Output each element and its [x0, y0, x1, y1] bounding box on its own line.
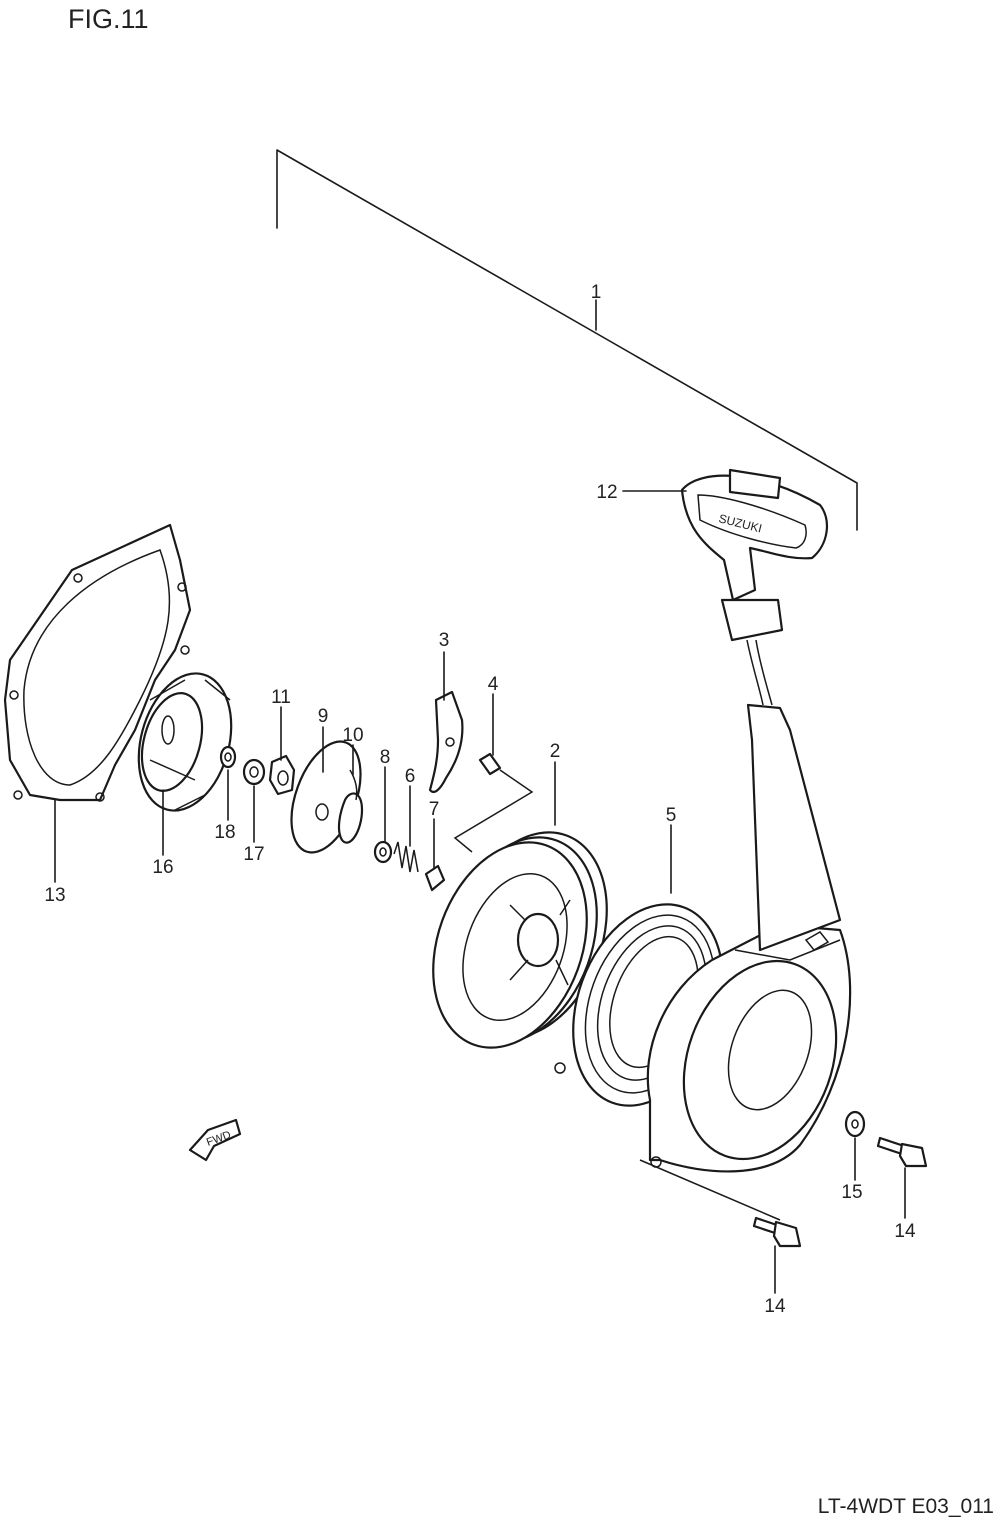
callout-13: 13 — [44, 885, 65, 906]
forward-arrow: FWD — [188, 1118, 242, 1162]
callout-10: 10 — [342, 725, 363, 746]
handle-part-12: SUZUKI — [680, 468, 828, 642]
figure-title: FIG.11 — [68, 4, 149, 34]
washer-part-18 — [219, 745, 237, 769]
pin-part-7 — [424, 864, 446, 892]
callout-11: 11 — [271, 687, 291, 708]
callout-1: 1 — [591, 282, 602, 303]
callout-2: 2 — [550, 741, 561, 762]
callout-14-right: 14 — [894, 1221, 916, 1242]
washer-part-8 — [373, 840, 393, 864]
callout-labels: 1 2 3 4 5 6 7 8 9 10 11 12 13 14 14 15 1… — [44, 282, 916, 1317]
gasket-part-13 — [3, 523, 192, 802]
alignment-lines — [453, 769, 781, 1221]
callout-16: 16 — [152, 857, 173, 878]
ratchet-part-3 — [428, 690, 464, 794]
starter-case — [554, 703, 852, 1173]
leader-lines — [54, 490, 906, 1294]
callout-5: 5 — [666, 805, 677, 826]
spring-part-10 — [337, 769, 364, 844]
reel-part-2 — [432, 831, 608, 1049]
washer-part-15 — [844, 1110, 866, 1138]
assembly-bracket — [276, 149, 858, 531]
callout-18: 18 — [214, 822, 235, 843]
callout-8: 8 — [380, 747, 391, 768]
callout-9: 9 — [318, 706, 329, 727]
pin-part-4 — [478, 752, 502, 776]
callout-17: 17 — [243, 844, 264, 865]
callout-15: 15 — [841, 1182, 862, 1203]
spring-part-6 — [393, 841, 419, 873]
nut-part-11 — [268, 754, 296, 796]
nut-part-17 — [242, 758, 266, 786]
drive-plate-part-16 — [137, 672, 233, 812]
starter-rope — [746, 639, 773, 706]
callout-6: 6 — [405, 766, 416, 787]
figure-code: LT-4WDT E03_011 — [817, 1495, 994, 1518]
callout-4: 4 — [488, 674, 499, 695]
callout-14-bottom: 14 — [764, 1296, 786, 1317]
callout-3: 3 — [439, 630, 450, 651]
bolt-part-14-bottom — [752, 1216, 802, 1248]
bolt-part-14-right — [876, 1136, 928, 1168]
callout-7: 7 — [429, 799, 440, 820]
callout-12: 12 — [596, 482, 617, 503]
